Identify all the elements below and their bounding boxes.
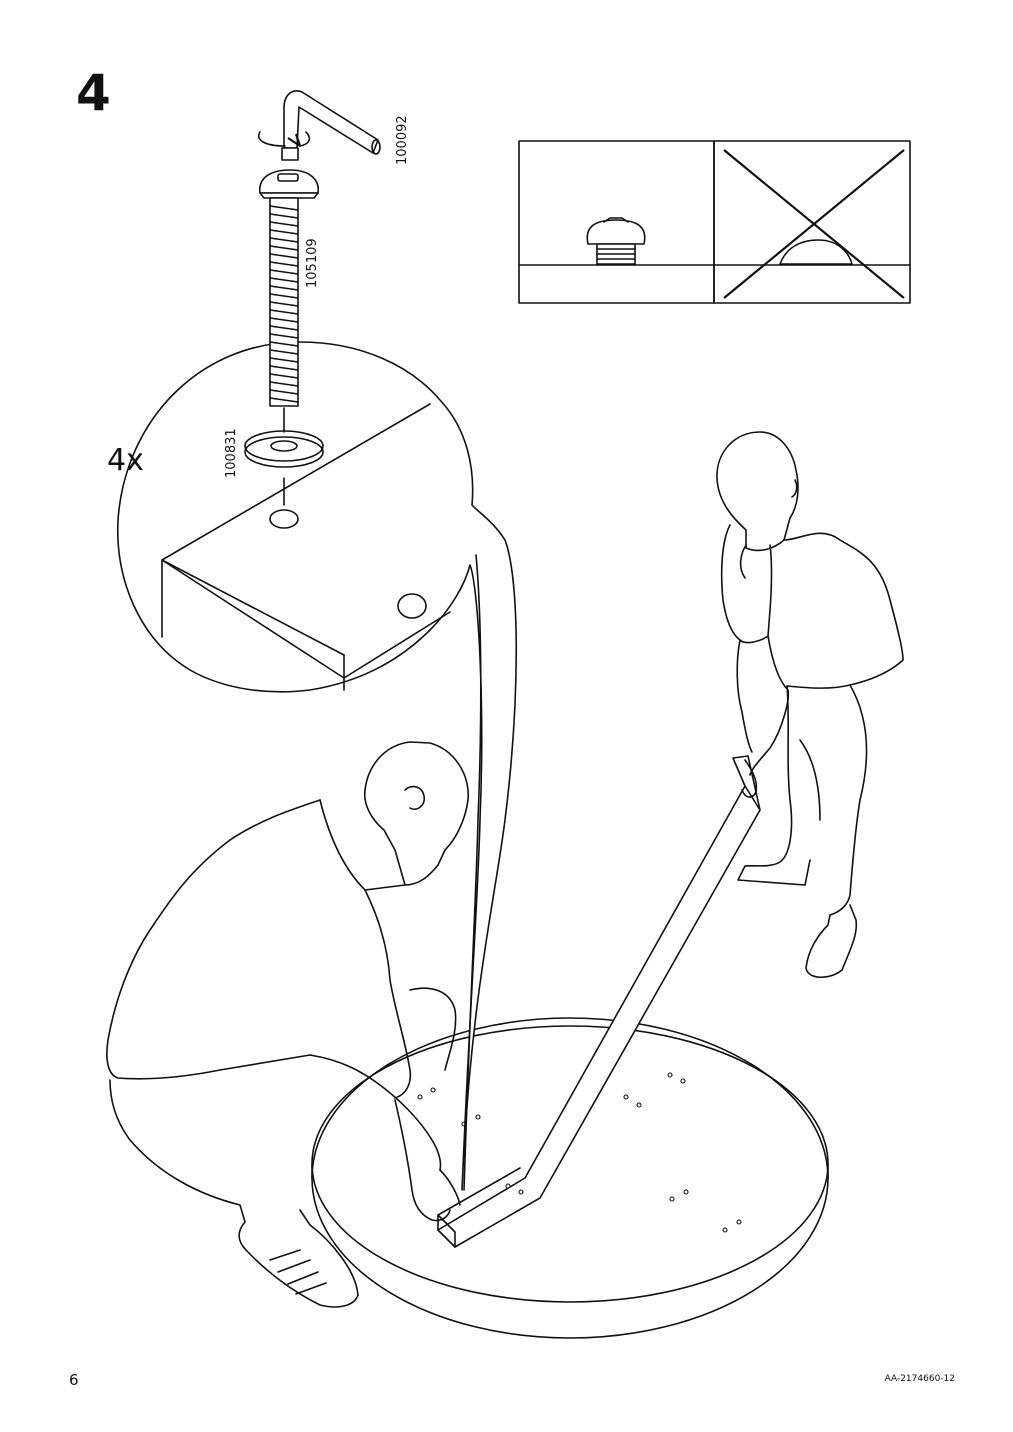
washer-icon: [244, 430, 324, 468]
document-code: AA-2174660-12: [884, 1374, 955, 1384]
quantity-label: 4x: [107, 443, 144, 478]
step-number: 4: [76, 64, 111, 122]
person-icon: [716, 431, 904, 979]
part-number-allen-key: 100092: [395, 115, 410, 165]
part-number-washer: 100831: [224, 428, 239, 478]
table-top-icon: [311, 1017, 829, 1339]
part-number-bolt: 105109: [305, 238, 320, 288]
correct-fit-icon: [518, 140, 715, 304]
allen-key-icon: [258, 90, 381, 161]
person-icon: [106, 741, 469, 1308]
detail-callout: [116, 341, 518, 1191]
page-number: 6: [69, 1371, 79, 1389]
bolt-icon: [259, 169, 319, 407]
table-leg-rail: [437, 755, 761, 1248]
table-holes: [417, 1072, 742, 1233]
incorrect-fit-icon: [713, 140, 911, 304]
